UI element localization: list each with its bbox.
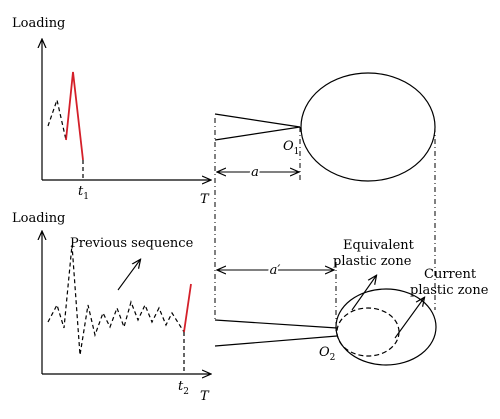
bottom-crack-face-lower (214, 335, 338, 347)
top-time-mark: t1 (78, 184, 89, 202)
equivalent-zone-label-line1: Equivalent (343, 238, 415, 253)
current-zone-label-line1: Current (424, 267, 477, 282)
top-crack-face-lower (214, 126, 301, 141)
current-zone-label-line2: plastic zone (410, 283, 489, 298)
equivalent-zone-label-line2: plastic zone (333, 254, 412, 269)
current-plastic-zone (335, 288, 437, 366)
equivalent-plastic-zone (336, 307, 400, 357)
bottom-crack-tip-label: O2 (319, 345, 335, 363)
current-zone-pointer (394, 298, 424, 339)
previous-sequence-label: Previous sequence (70, 236, 194, 251)
bottom-loading-chart: Loading T t2 Previous sequence (12, 211, 210, 404)
top-x-axis-label: T (200, 192, 210, 207)
bottom-crack-geometry: O2 a′ Equivalent plastic zone Current pl… (214, 238, 489, 366)
bottom-time-mark: t2 (178, 379, 189, 397)
equivalent-zone-pointer (351, 276, 376, 311)
top-crack-tip-label: O1 (283, 139, 299, 157)
bottom-previous-load-dashed (47, 244, 185, 356)
previous-sequence-arrow (117, 260, 140, 291)
top-loading-chart: Loading T t1 (12, 16, 210, 207)
bottom-x-axis-label: T (200, 389, 210, 404)
bottom-current-load-red (183, 283, 192, 333)
top-plastic-zone (300, 72, 436, 182)
top-current-load-red (65, 71, 84, 161)
top-crack-length-label: a (251, 165, 259, 180)
bottom-crack-length-label: a′ (270, 263, 281, 278)
bottom-y-axis-label: Loading (12, 211, 65, 226)
top-crack-geometry: O1 a (214, 72, 436, 182)
bottom-crack-face-upper (214, 319, 338, 329)
reference-guides (214, 118, 436, 320)
top-crack-face-upper (214, 113, 301, 128)
top-y-axis-label: Loading (12, 16, 65, 31)
top-previous-load-dashed (47, 97, 67, 141)
